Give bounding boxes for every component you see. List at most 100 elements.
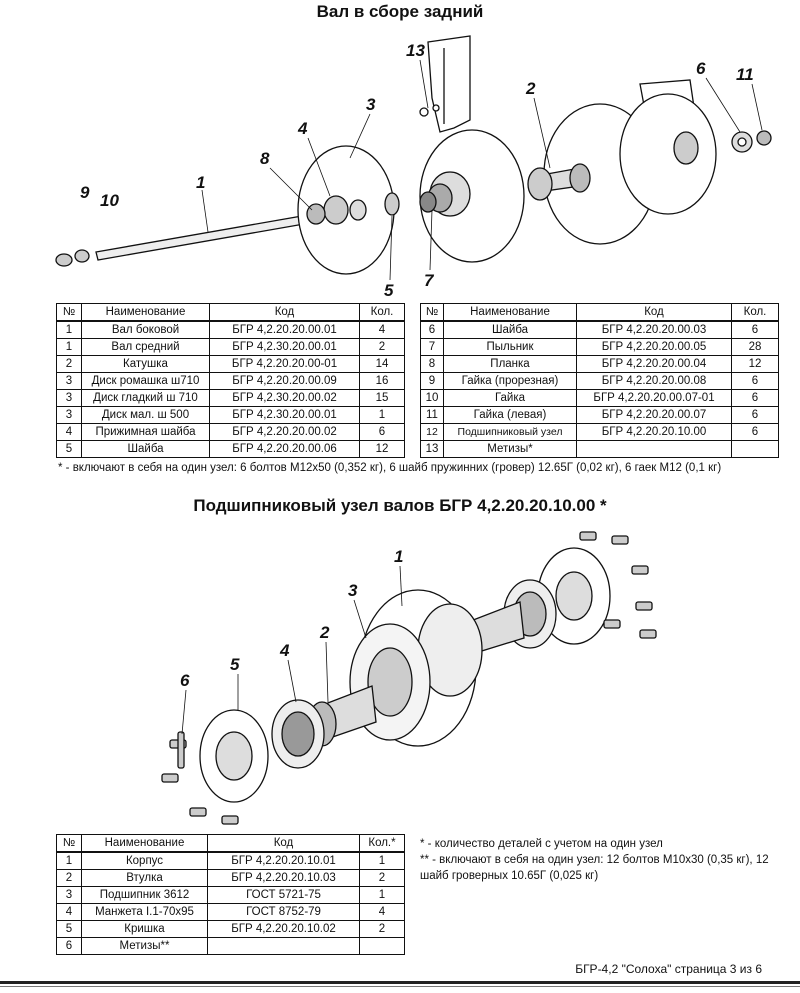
col-qty: Кол. (359, 303, 405, 322)
table-cell: 13 (420, 440, 444, 458)
table-cell: БГР 4,2.20.20.00.02 (209, 423, 360, 441)
table-cell: Корпус (81, 851, 208, 870)
table-cell: 3 (56, 406, 82, 424)
table-cell: 12 (420, 423, 444, 441)
table-cell: БГР 4,2.20.20.00.06 (209, 440, 360, 458)
footer-rule-thin (0, 986, 800, 987)
table-cell (576, 440, 732, 458)
callout-13: 13 (406, 41, 425, 60)
table-cell: 5 (56, 440, 82, 458)
callout-10: 10 (100, 191, 119, 210)
table-cell: 3 (56, 886, 82, 904)
section2-note-count: * - количество деталей с учетом на один … (420, 838, 663, 850)
table-cell: Гайка (443, 389, 577, 407)
table-cell: 9 (420, 372, 444, 390)
table-cell: 1 (359, 886, 405, 904)
table-cell: БГР 4,2.20.20.10.01 (207, 851, 360, 870)
table-cell: 8 (420, 355, 444, 373)
table-cell: БГР 4,2.30.20.00.01 (209, 338, 360, 356)
callout-2: 2 (525, 79, 536, 98)
col-no: № (56, 303, 82, 322)
callout-6: 6 (696, 59, 706, 78)
table-cell: Диск мал. ш 500 (81, 406, 210, 424)
table-cell: Шайба (81, 440, 210, 458)
table-cell: Вал боковой (81, 320, 210, 339)
table-cell: Втулка (81, 869, 208, 887)
table-cell: БГР 4,2.20.20.00-01 (209, 355, 360, 373)
table-cell: Кришка (81, 920, 208, 938)
table-cell: 6 (359, 423, 405, 441)
table-cell: Метизы** (81, 937, 208, 955)
table-cell: 16 (359, 372, 405, 390)
table-cell: Шайба (443, 320, 577, 339)
table-cell: БГР 4,2.20.20.10.02 (207, 920, 360, 938)
table-cell: Пыльник (443, 338, 577, 356)
callout-7: 7 (424, 271, 435, 290)
table-cell: БГР 4,2.20.20.00.09 (209, 372, 360, 390)
bracket-13-shape (427, 35, 471, 133)
table-cell: 1 (56, 851, 82, 870)
callout-4: 4 (297, 119, 308, 138)
table-cell: 2 (56, 869, 82, 887)
table-cell: ГОСТ 8752-79 (207, 903, 360, 921)
table-cell: 3 (56, 372, 82, 390)
callout-3: 3 (348, 581, 358, 600)
table-cell: Планка (443, 355, 577, 373)
table-cell: 1 (56, 320, 82, 339)
table-cell: 6 (420, 320, 444, 339)
table-cell (731, 440, 779, 458)
callout-1: 1 (196, 173, 205, 192)
table-cell: БГР 4,2.20.20.00.01 (209, 320, 360, 339)
table-cell: БГР 4,2.20.20.00.07 (576, 406, 732, 424)
table-cell: Метизы* (443, 440, 577, 458)
col-name: Наименование (81, 834, 208, 853)
table-cell: 14 (359, 355, 405, 373)
table-cell: Вал средний (81, 338, 210, 356)
col-name: Наименование (443, 303, 577, 322)
callout-3: 3 (366, 95, 376, 114)
table-cell: Гайка (левая) (443, 406, 577, 424)
table-cell: Гайка (прорезная) (443, 372, 577, 390)
table-cell: БГР 4,2.20.20.00.07-01 (576, 389, 732, 407)
table-cell: 4 (359, 903, 405, 921)
section2-note-hardware: ** - включают в себя на один узел: 12 бо… (420, 854, 769, 882)
table-cell: 1 (359, 406, 405, 424)
section2-title: Подшипниковый узел валов БГР 4,2.20.20.1… (193, 496, 607, 515)
table-cell: Манжета I.1-70х95 (81, 903, 208, 921)
table-cell: 2 (359, 920, 405, 938)
callout-6: 6 (180, 671, 190, 690)
table-cell: БГР 4,2.20.20.00.03 (576, 320, 732, 339)
callout-1: 1 (394, 547, 403, 566)
disc-center-shape (419, 129, 525, 263)
callout-8: 8 (260, 149, 270, 168)
section1-footnote: * - включают в себя на один узел: 6 болт… (58, 462, 722, 474)
table-cell: 12 (731, 355, 779, 373)
table-cell: 2 (359, 869, 405, 887)
col-no: № (56, 834, 82, 853)
table-cell: 4 (56, 423, 82, 441)
callout-5: 5 (230, 655, 240, 674)
table-cell: БГР 4,2.20.20.00.04 (576, 355, 732, 373)
table-cell (359, 937, 405, 955)
table-cell: 10 (420, 389, 444, 407)
callout-5: 5 (384, 281, 394, 300)
